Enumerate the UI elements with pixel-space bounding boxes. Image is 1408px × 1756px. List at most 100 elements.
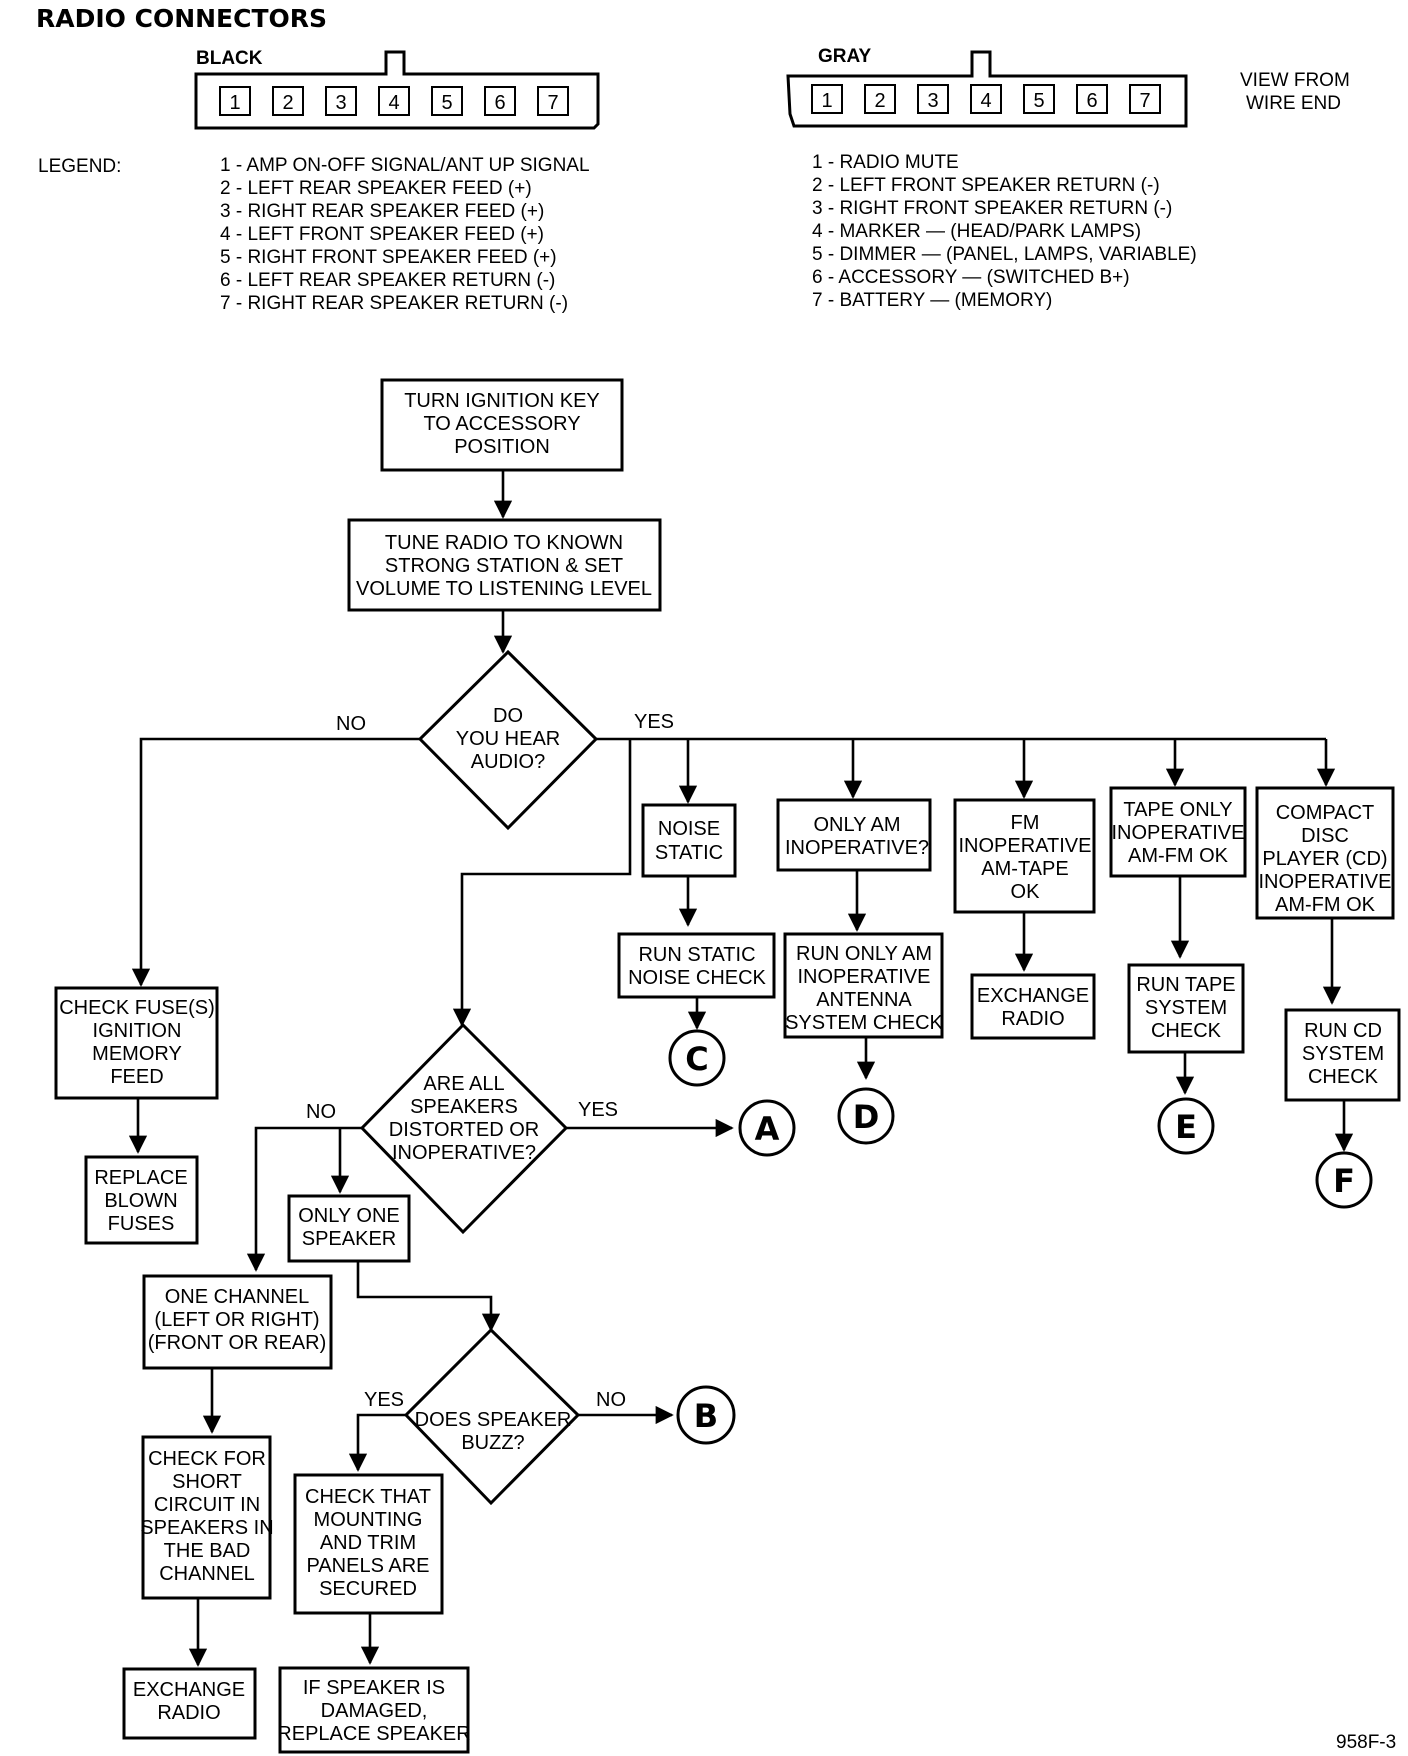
- tape-only-text: INOPERATIVE: [1112, 822, 1245, 844]
- all-speakers-text: SPEAKERS: [410, 1096, 518, 1118]
- run-static-text: NOISE CHECK: [628, 967, 766, 989]
- black-legend-item: 7 - RIGHT REAR SPEAKER RETURN (-): [220, 293, 568, 314]
- start-box: [380, 378, 624, 472]
- connector-a-label: A: [755, 1110, 780, 1148]
- check-mounting-text: CHECK THAT: [305, 1486, 431, 1508]
- gray-connector-name: GRAY: [818, 46, 871, 67]
- gray-pin-label: 1: [821, 90, 832, 112]
- gray-pin-box: [1076, 84, 1108, 114]
- hear-audio-decision: [417, 649, 599, 831]
- gray-pin-label: 7: [1139, 90, 1150, 112]
- start-text: TURN IGNITION KEY: [404, 390, 600, 412]
- only-one-text: ONLY ONE: [298, 1205, 400, 1227]
- fm-inoperative-box: [953, 798, 1096, 914]
- only-one-speaker-box: [287, 1194, 411, 1263]
- replace-speaker-box: [278, 1666, 470, 1754]
- exchange-radio-fm-box: [970, 973, 1096, 1040]
- cd-inop-text: COMPACT: [1276, 802, 1375, 824]
- black-legend-item: 5 - RIGHT FRONT SPEAKER FEED (+): [220, 247, 557, 268]
- gray-pin-box: [1129, 84, 1161, 114]
- run-static-text: RUN STATIC: [638, 944, 755, 966]
- check-fuses-box: [54, 986, 219, 1100]
- check-short-text: THE BAD: [164, 1540, 251, 1562]
- gray-pin-box: [811, 84, 843, 114]
- check-mounting-text: SECURED: [319, 1578, 417, 1600]
- hear-audio-text: YOU HEAR: [456, 728, 560, 750]
- figure-id: 958F-3: [1336, 1732, 1396, 1753]
- connector-d-label: D: [853, 1098, 880, 1136]
- tape-only-text: TAPE ONLY: [1123, 799, 1232, 821]
- connector-b: B: [676, 1385, 736, 1445]
- check-fuses-text: MEMORY: [92, 1043, 182, 1065]
- cd-inop-text: PLAYER (CD): [1262, 848, 1387, 870]
- connector-d: D: [837, 1087, 895, 1145]
- check-mounting-text: PANELS ARE: [306, 1555, 429, 1577]
- tune-text: STRONG STATION & SET: [385, 555, 623, 577]
- check-fuses-text: FEED: [110, 1066, 163, 1088]
- check-mounting-box: [293, 1473, 444, 1615]
- check-short-box: [141, 1435, 272, 1600]
- exchange-radio-fm-text: EXCHANGE: [977, 985, 1089, 1007]
- run-tape-text: CHECK: [1151, 1020, 1222, 1042]
- only-am-text: ONLY AM: [813, 814, 900, 836]
- exchange-radio-channel-text: RADIO: [157, 1702, 220, 1724]
- black-legend-item: 3 - RIGHT REAR SPEAKER FEED (+): [220, 201, 544, 222]
- one-channel-box: [142, 1274, 333, 1370]
- exchange-radio-channel-box: [122, 1667, 257, 1740]
- gray-pin-label: 6: [1086, 90, 1097, 112]
- exchange-radio-channel-text: EXCHANGE: [133, 1679, 245, 1701]
- check-fuses-text: IGNITION: [93, 1020, 182, 1042]
- gray-legend-item: 6 - ACCESSORY — (SWITCHED B+): [812, 267, 1130, 288]
- only-am-box: [776, 798, 932, 872]
- one-channel-text: (LEFT OR RIGHT): [154, 1309, 319, 1331]
- run-am-text: RUN ONLY AM: [796, 943, 932, 965]
- black-pin-box: [431, 86, 463, 116]
- start-text: POSITION: [454, 436, 550, 458]
- run-cd-box: [1284, 1008, 1401, 1102]
- legend-label: LEGEND:: [38, 156, 121, 177]
- gray-legend-item: 2 - LEFT FRONT SPEAKER RETURN (-): [812, 175, 1160, 196]
- fm-inop-text: INOPERATIVE: [959, 835, 1092, 857]
- gray-legend-item: 1 - RADIO MUTE: [812, 152, 959, 173]
- run-am-text: SYSTEM CHECK: [785, 1012, 943, 1034]
- gray-pin-label: 4: [980, 90, 991, 112]
- one-channel-text: ONE CHANNEL: [165, 1286, 309, 1308]
- speaker-buzz-text: BUZZ?: [461, 1432, 524, 1454]
- gray-pin-label: 3: [927, 90, 938, 112]
- check-short-text: SPEAKERS IN: [140, 1517, 273, 1539]
- check-fuses-text: CHECK FUSE(S): [59, 997, 215, 1019]
- cd-inop-text: AM-FM OK: [1275, 894, 1376, 916]
- all-speakers-no-label: NO: [306, 1101, 336, 1123]
- run-cd-text: RUN CD: [1304, 1020, 1382, 1042]
- replace-fuses-text: BLOWN: [104, 1190, 177, 1212]
- check-short-text: CHECK FOR: [148, 1448, 266, 1470]
- run-am-box: [783, 932, 944, 1039]
- replace-speaker-text: DAMAGED,: [321, 1700, 428, 1722]
- flow-wires: [128, 470, 1354, 1667]
- connector-c: C: [668, 1029, 726, 1087]
- all-speakers-text: DISTORTED OR: [389, 1119, 539, 1141]
- gray-legend-item: 5 - DIMMER — (PANEL, LAMPS, VARIABLE): [812, 244, 1197, 265]
- black-legend-item: 4 - LEFT FRONT SPEAKER FEED (+): [220, 224, 544, 245]
- black-pin-box: [325, 86, 357, 116]
- replace-fuses-box: [84, 1155, 199, 1245]
- connector-f-label: F: [1333, 1162, 1355, 1200]
- hear-audio-no-label: NO: [336, 713, 366, 735]
- black-legend-item: 1 - AMP ON-OFF SIGNAL/ANT UP SIGNAL: [220, 155, 590, 176]
- black-connector-name: BLACK: [196, 48, 263, 69]
- black-pin-label: 6: [494, 92, 505, 114]
- all-speakers-text: ARE ALL: [423, 1073, 504, 1095]
- speaker-buzz-text: DOES SPEAKER: [415, 1409, 572, 1431]
- gray-legend-item: 3 - RIGHT FRONT SPEAKER RETURN (-): [812, 198, 1172, 219]
- gray-pin-box: [970, 84, 1002, 114]
- hear-audio-text: AUDIO?: [471, 751, 545, 773]
- run-tape-text: RUN TAPE: [1136, 974, 1235, 996]
- black-pin-box: [219, 86, 251, 116]
- cd-inoperative-box: [1255, 786, 1395, 920]
- noise-static-text: NOISE: [658, 818, 720, 840]
- black-pin-label: 7: [547, 92, 558, 114]
- fm-inop-text: OK: [1011, 881, 1041, 903]
- cd-inop-text: DISC: [1301, 825, 1349, 847]
